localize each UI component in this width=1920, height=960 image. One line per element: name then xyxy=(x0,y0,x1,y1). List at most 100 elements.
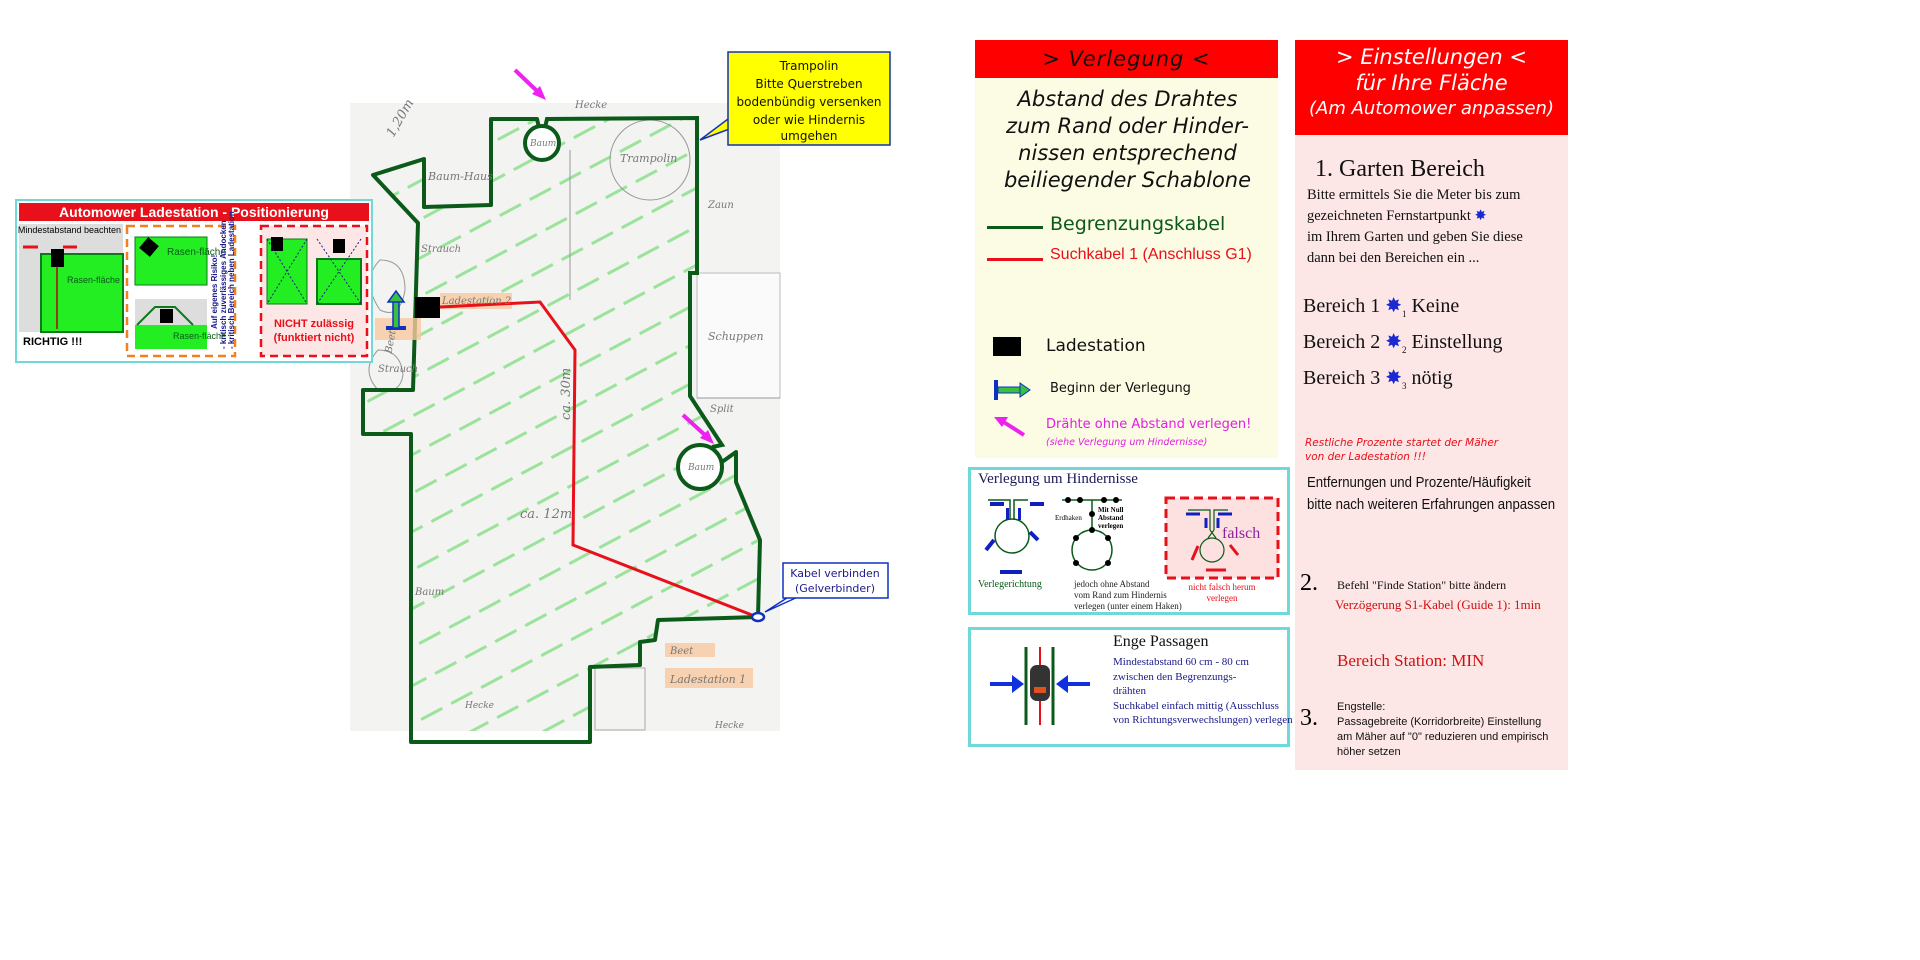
passage-line: drähten xyxy=(1113,685,1146,697)
guide-wire xyxy=(439,300,758,619)
inset-title: Automower Ladestation - Positionierung xyxy=(59,204,329,220)
falsch-label: falsch xyxy=(1222,525,1260,542)
garden-map: Hecke 1,20m Baum Baum-Haus Trampolin Zau… xyxy=(350,51,891,744)
area-row: Bereich 1 ✸1 Keine xyxy=(1303,292,1503,328)
station-positioning-inset: Automower Ladestation - Positionierung M… xyxy=(15,199,373,363)
s3-line: Engstelle: xyxy=(1337,701,1386,713)
legend-boundary-line-icon xyxy=(987,226,1043,229)
map-label: Hecke xyxy=(464,701,494,711)
area-note: Einstellung xyxy=(1411,331,1503,353)
legend-guide: Suchkabel 1 (Anschluss G1) xyxy=(1050,246,1252,263)
adjust-line: bitte nach weiteren Erfahrungen anpassen xyxy=(1307,496,1556,513)
section1-title: 1. Garten Bereich xyxy=(1315,156,1485,182)
inset-label: Rasen-fläche xyxy=(167,247,226,258)
passage-line: zwischen den Begrenzungs- xyxy=(1113,670,1237,683)
tree-obstacle-top xyxy=(523,124,561,162)
falsch-note: nicht falsch herum xyxy=(1189,582,1256,592)
area-label: Bereich 2 xyxy=(1303,331,1381,353)
obstacle-title: Verlegung um Hindernisse xyxy=(978,471,1138,487)
map-label: Baum xyxy=(414,587,444,598)
s1-line: im Ihrem Garten und geben Sie diese xyxy=(1307,229,1523,245)
einstellungen-header: > Einstellungen < für Ihre Fläche (Am Au… xyxy=(1295,40,1568,135)
inset-lawn xyxy=(135,325,207,349)
mower-passage-icon xyxy=(990,647,1090,725)
area-note: Keine xyxy=(1411,295,1460,317)
boundary-wire xyxy=(361,117,762,744)
area-list: Bereich 1 ✸1 Keine Bereich 2 ✸2 Einstell… xyxy=(1303,292,1503,400)
area-star-icon: ✸1 xyxy=(1385,295,1407,319)
inset-bad: (funktiert nicht) xyxy=(274,332,355,344)
header-line: > Einstellungen < xyxy=(1336,45,1527,69)
ground-hook-icon xyxy=(1065,497,1119,566)
map-label: Schuppen xyxy=(708,330,764,343)
callout-line: Trampolin xyxy=(779,59,839,73)
area-num: 3 xyxy=(1401,381,1407,391)
passage-line: Mindestabstand 60 cm - 80 cm xyxy=(1113,656,1249,668)
callout-line: (Gelverbinder) xyxy=(795,582,875,595)
inset-label: Mindestabstand beachten xyxy=(18,225,121,235)
inset-station-icon xyxy=(333,239,345,253)
inset-station-icon xyxy=(51,249,64,267)
null-label: verlegen xyxy=(1098,522,1123,530)
start-point-star-icon: ✸ xyxy=(1474,208,1487,224)
map-label: ca. 12m xyxy=(520,507,572,522)
null-label: Abstand xyxy=(1098,514,1123,522)
map-label: Hecke xyxy=(574,100,607,111)
map-label: Beet xyxy=(669,646,694,657)
map-label: Ladestation 1 xyxy=(669,673,746,686)
boundary-wire xyxy=(542,115,726,449)
s1-line: Bitte ermittels Sie die Meter bis zum xyxy=(1307,187,1521,203)
shed-outline xyxy=(696,272,781,399)
direction-arrow-icon xyxy=(990,502,1044,574)
section3-text: Engstelle: Passagebreite (Korridorbreite)… xyxy=(1337,700,1548,760)
subtitle-line: beiliegender Schablone xyxy=(1003,168,1252,192)
area-note: nötig xyxy=(1411,367,1453,389)
section2-text: Befehl "Finde Station" bitte ändern xyxy=(1337,578,1507,592)
legend-guide-line-icon xyxy=(987,258,1043,261)
wrong-example-frame xyxy=(1164,496,1280,580)
haken-label: Erdhaken xyxy=(1055,514,1082,522)
inset-note: Auf eigenes Risiko! xyxy=(210,255,219,329)
inset-station-icon xyxy=(139,237,159,257)
falsch-note: verlegen xyxy=(1207,593,1238,603)
note-line: vom Rand zum Hindernis xyxy=(1074,590,1167,600)
header-line: (Am Automower anpassen) xyxy=(1308,98,1554,119)
legend-station: Ladestation xyxy=(1046,336,1146,356)
magenta-arrow-icon xyxy=(513,68,714,444)
legend-nodist-sub: (siehe Verlegung um Hindernisse) xyxy=(1046,437,1208,448)
map-label: Baum-Haus xyxy=(427,170,493,183)
s1-line: dann bei den Bereichen ein ... xyxy=(1307,250,1480,266)
map-label: Strauch xyxy=(378,364,418,375)
callout-line: Kabel verbinden xyxy=(790,567,880,580)
legend-start: Beginn der Verlegung xyxy=(1050,381,1191,396)
s3-line: höher setzen xyxy=(1337,746,1401,758)
passage-text: Mindestabstand 60 cm - 80 cm zwischen de… xyxy=(1113,655,1293,728)
map-label: Ladestation 2 xyxy=(441,296,511,307)
area-label: Bereich 1 xyxy=(1303,295,1381,317)
map-label: Beet xyxy=(383,329,398,356)
s3-line: am Mäher auf "0" reduzieren und empirisc… xyxy=(1337,731,1549,743)
subtitle-line: Abstand des Drahtes xyxy=(1017,87,1238,111)
wire-connector-icon xyxy=(750,611,766,623)
bed-outline xyxy=(594,667,646,731)
einstellungen-panel xyxy=(1295,40,1568,770)
area-star-icon: ✸2 xyxy=(1385,331,1407,355)
callout-line: oder wie Hindernis xyxy=(753,113,865,127)
inset-lawn xyxy=(316,258,362,305)
map-label: Baum xyxy=(687,463,714,473)
area-num: 1 xyxy=(1401,309,1407,319)
passage-box xyxy=(968,627,1290,747)
inset-note: - kritisch zuverlässiges Andocken xyxy=(219,220,228,349)
note-line: verlegen (unter einem Haken) xyxy=(1074,601,1182,611)
adjust-line: Entfernungen und Prozente/Häufigkeit xyxy=(1307,474,1531,491)
charging-station-icon xyxy=(415,297,440,318)
map-label: Trampolin xyxy=(620,152,677,165)
verlegung-header: > Verlegung < xyxy=(975,40,1278,78)
legend-magenta-arrow-icon xyxy=(994,417,1026,437)
s3-line: Passagebreite (Korridorbreite) Einstellu… xyxy=(1337,716,1542,728)
map-label: ca. 30m xyxy=(559,368,574,420)
note-line: jedoch ohne Abstand xyxy=(1073,579,1150,589)
highlight xyxy=(665,668,753,688)
inset-bad: NICHT zulässig xyxy=(274,318,354,330)
inset-label: Rasen-fläche xyxy=(173,331,226,341)
